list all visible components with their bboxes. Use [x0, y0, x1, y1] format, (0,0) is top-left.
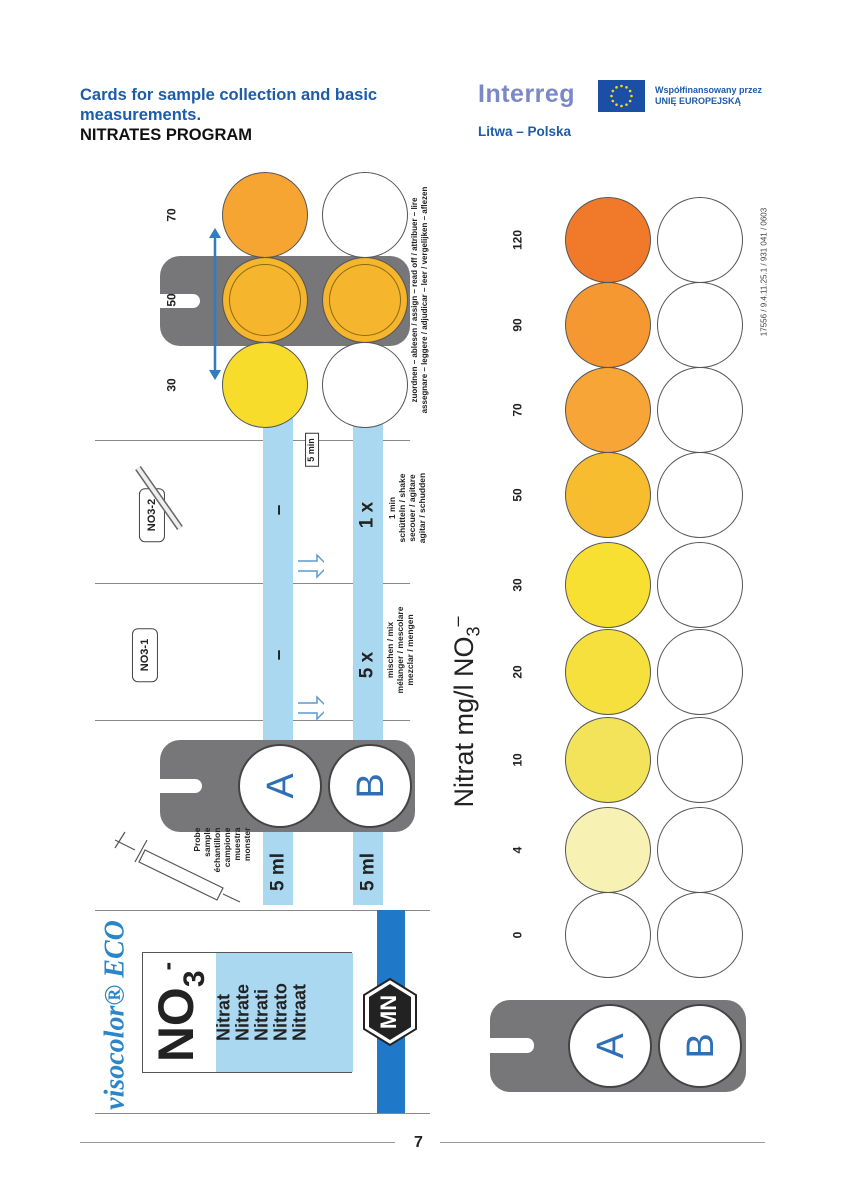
scale-color-swatch — [565, 542, 651, 628]
flow-arrow-icon — [298, 553, 324, 579]
cuvette-a-label: A — [260, 773, 303, 799]
example-color-swatch — [222, 342, 308, 428]
holder-slot — [160, 294, 200, 308]
example-color-swatch — [222, 172, 308, 258]
scale-blank-swatch — [657, 197, 743, 283]
dash: – — [268, 649, 290, 661]
footer-rule — [440, 1142, 765, 1143]
scale-color-swatch — [565, 282, 651, 368]
reagent-1-vial-icon: NO3-1 — [131, 627, 159, 683]
scale-blank-swatch — [657, 452, 743, 538]
interreg-logo: Interreg — [478, 80, 576, 108]
scale-color-swatch — [565, 892, 651, 978]
page-title: Cards for sample collection and basic me… — [80, 86, 378, 144]
divider — [95, 910, 430, 911]
formula: NO3- — [148, 961, 211, 1063]
example-value: 30 — [164, 378, 179, 392]
example-value: 70 — [164, 208, 179, 222]
divider — [95, 1113, 430, 1114]
divider — [95, 440, 410, 441]
scale-color-swatch — [565, 197, 651, 283]
scale-value: 10 — [510, 753, 525, 767]
example-color-swatch — [322, 172, 408, 258]
cuvette-a-label: A — [590, 1033, 633, 1059]
example-cuvette — [222, 257, 308, 343]
step1-count: 5 x — [356, 651, 378, 679]
program-region: Litwa – Polska — [478, 124, 572, 139]
scale-color-swatch — [565, 629, 651, 715]
cuvette-b — [660, 1006, 740, 1086]
scale-blank-swatch — [657, 282, 743, 368]
volume-strip-a — [263, 830, 293, 905]
example-color-swatch — [322, 342, 408, 428]
scale-color-swatch — [565, 367, 651, 453]
scale-value: 90 — [510, 318, 525, 332]
names-panel — [216, 953, 353, 1072]
flow-strip-a — [263, 410, 293, 740]
flow-arrow-icon — [298, 695, 324, 721]
footer-rule — [80, 1142, 395, 1143]
example-value: 50 — [164, 293, 179, 307]
scale-blank-swatch — [657, 367, 743, 453]
flow-strip-b — [353, 410, 383, 740]
scale-value: 120 — [510, 229, 525, 251]
product-label-box — [142, 952, 353, 1073]
holder-slot — [160, 779, 202, 793]
scale-blank-swatch — [657, 807, 743, 893]
spoon-icon — [135, 465, 183, 531]
scale-value: 30 — [510, 578, 525, 592]
scale-value: 70 — [510, 403, 525, 417]
cuvette-b — [330, 746, 410, 826]
dash: – — [268, 504, 290, 516]
divider — [95, 583, 410, 584]
page-number: 7 — [414, 1134, 423, 1151]
volume-b: 5 ml — [357, 852, 379, 892]
scale-color-swatch — [565, 717, 651, 803]
example-cuvette — [322, 257, 408, 343]
cuvette-a — [240, 746, 320, 826]
scale-blank-swatch — [657, 542, 743, 628]
cuvette-a — [570, 1006, 650, 1086]
svg-text:MN: MN — [376, 995, 401, 1029]
scale-value: 50 — [510, 488, 525, 502]
assign-instructions: zuordnen – ablesen / assign – read off /… — [410, 186, 429, 414]
scale-blank-swatch — [657, 892, 743, 978]
scale-title: Nitrat mg/l NO3– — [446, 616, 484, 808]
scale-value: 20 — [510, 665, 525, 679]
volume-a: 5 ml — [267, 852, 289, 892]
cuvette-b-label: B — [680, 1033, 723, 1059]
step2-count: 1 x — [356, 501, 378, 529]
compare-arrow-icon — [209, 228, 221, 380]
scale-blank-swatch — [657, 717, 743, 803]
product-code: 17556 / 9.4.11.25.1 / 931 041 / 0603 — [759, 207, 769, 337]
eu-flag-icon — [598, 80, 645, 112]
scale-value: 0 — [510, 931, 525, 939]
syringe-icon — [114, 831, 241, 903]
scale-color-swatch — [565, 807, 651, 893]
scale-blank-swatch — [657, 629, 743, 715]
holder-slot — [490, 1038, 534, 1053]
scale-color-swatch — [565, 452, 651, 538]
divider — [95, 720, 410, 721]
eu-cofinance-text: Współfinansowany przez UNIĘ EUROPEJSKĄ — [655, 85, 763, 106]
volume-strip-b — [353, 830, 383, 905]
mn-logo-icon: MN — [363, 977, 417, 1047]
visocolor-brand-logo: visocolor® ECO — [99, 920, 131, 1110]
cuvette-b-label: B — [350, 773, 393, 799]
scale-value: 4 — [510, 846, 525, 854]
wait-label: 5 min — [305, 433, 319, 467]
